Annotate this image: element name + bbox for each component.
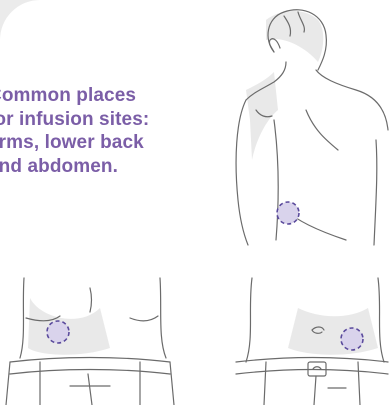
arm-site-marker xyxy=(277,202,299,224)
headline-line-2: for infusion sites: xyxy=(0,108,228,132)
lower-back-site-marker xyxy=(47,321,69,343)
headline-line-4: and abdomen. xyxy=(0,155,228,179)
headline-line-3: arms, lower back xyxy=(0,131,228,155)
abdomen-illustration xyxy=(228,278,391,405)
headline-line-1: Common places xyxy=(0,84,228,108)
abdomen-site-marker xyxy=(341,328,363,350)
headline: Common places for infusion sites: arms, … xyxy=(0,84,228,178)
lower-back-illustration xyxy=(0,278,175,405)
upper-arm-illustration xyxy=(226,0,391,250)
